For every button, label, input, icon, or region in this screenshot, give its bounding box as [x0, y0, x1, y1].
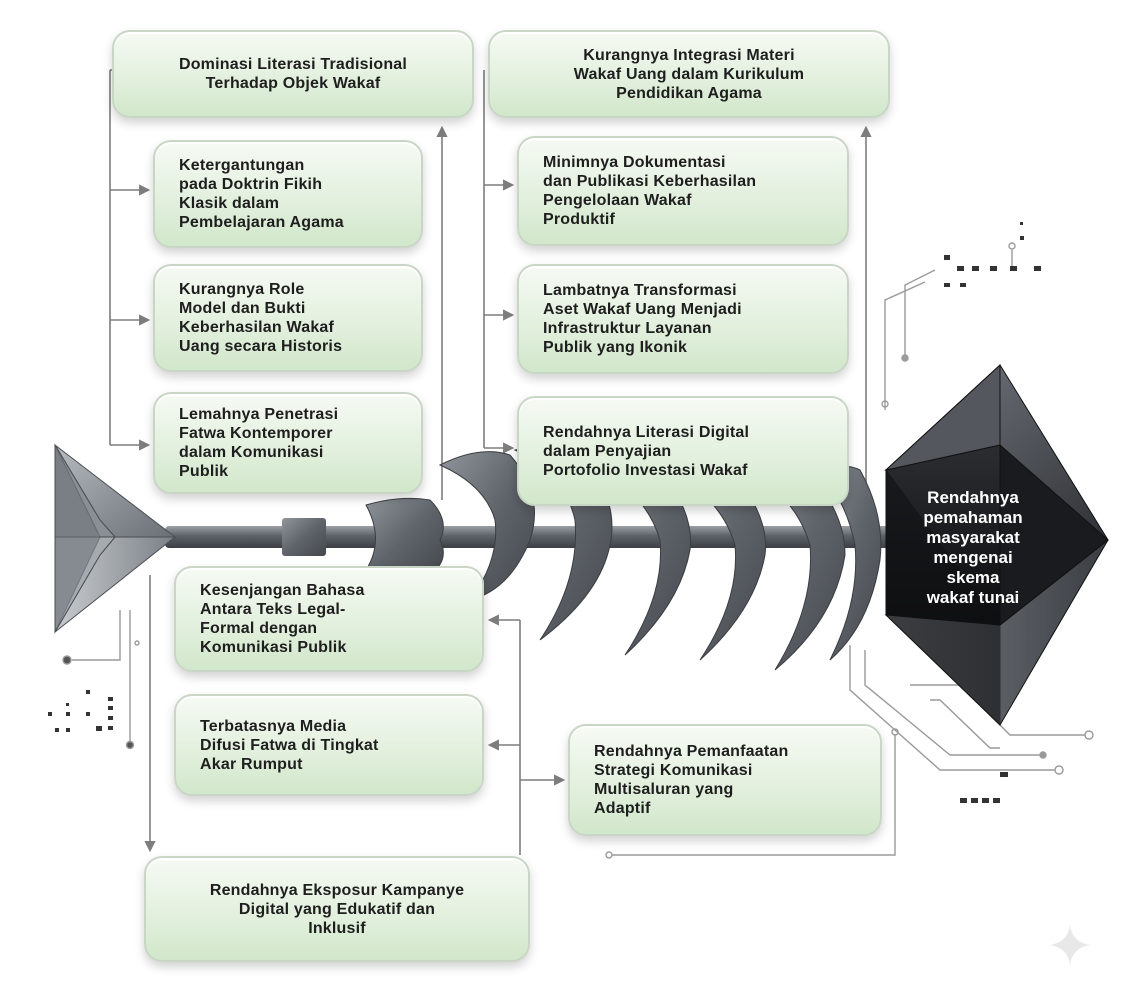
cause-label: Rendahnya Eksposur Kampanye Digital yang…	[209, 881, 465, 937]
sparkle-icon	[1050, 925, 1090, 965]
cause-box-b4: Rendahnya Eksposur Kampanye Digital yang…	[144, 856, 530, 962]
cause-label: Rendahnya Literasi Digital dalam Penyaji…	[543, 423, 750, 479]
cause-label: Kurangnya Role Model dan Bukti Keberhasi…	[179, 281, 343, 355]
cause-box-tr4: Rendahnya Literasi Digital dalam Penyaji…	[517, 396, 849, 506]
cause-label: Lemahnya Penetrasi Fatwa Kontemporer dal…	[179, 406, 339, 480]
cause-label: Ketergantungan pada Doktrin Fikih Klasik…	[179, 157, 344, 231]
circuit-decoration-right	[605, 242, 1094, 859]
cause-label: Dominasi Literasi Tradisional Terhadap O…	[178, 56, 408, 92]
cause-box-b1: Kesenjangan Bahasa Antara Teks Legal- Fo…	[174, 566, 484, 672]
cause-label: Lambatnya Transformasi Aset Wakaf Uang M…	[543, 282, 742, 356]
circuit-decoration-left	[62, 610, 140, 750]
cause-box-tr1: Kurangnya Integrasi Materi Wakaf Uang da…	[488, 30, 890, 118]
cause-box-tr3: Lambatnya Transformasi Aset Wakaf Uang M…	[517, 264, 849, 374]
cause-label: Kurangnya Integrasi Materi Wakaf Uang da…	[573, 46, 805, 102]
effect-label: Rendahnya pemahaman masyarakat mengenai …	[923, 488, 1023, 607]
connectors-bottom	[144, 575, 566, 855]
cause-box-b3: Rendahnya Pemanfaatan Strategi Komunikas…	[568, 724, 882, 836]
cause-box-b2: Terbatasnya Media Difusi Fatwa di Tingka…	[174, 694, 484, 796]
cause-box-tr2: Minimnya Dokumentasi dan Publikasi Keber…	[517, 136, 849, 246]
circuit-dots-right	[944, 222, 1041, 803]
cause-label: Terbatasnya Media Difusi Fatwa di Tingka…	[200, 717, 379, 773]
cause-box-tl4: Lemahnya Penetrasi Fatwa Kontemporer dal…	[153, 392, 423, 494]
circuit-dots-left	[48, 690, 113, 732]
cause-label: Kesenjangan Bahasa Antara Teks Legal- Fo…	[200, 582, 365, 656]
head	[884, 363, 1109, 727]
tail	[54, 443, 177, 634]
cause-label: Rendahnya Pemanfaatan Strategi Komunikas…	[594, 743, 789, 817]
cause-box-tl3: Kurangnya Role Model dan Bukti Keberhasi…	[153, 264, 423, 372]
cause-label: Minimnya Dokumentasi dan Publikasi Keber…	[543, 154, 757, 228]
cause-box-tl2: Ketergantungan pada Doktrin Fikih Klasik…	[153, 140, 423, 248]
connectors-top-right	[483, 70, 872, 500]
cause-box-tl1: Dominasi Literasi Tradisional Terhadap O…	[112, 30, 474, 118]
